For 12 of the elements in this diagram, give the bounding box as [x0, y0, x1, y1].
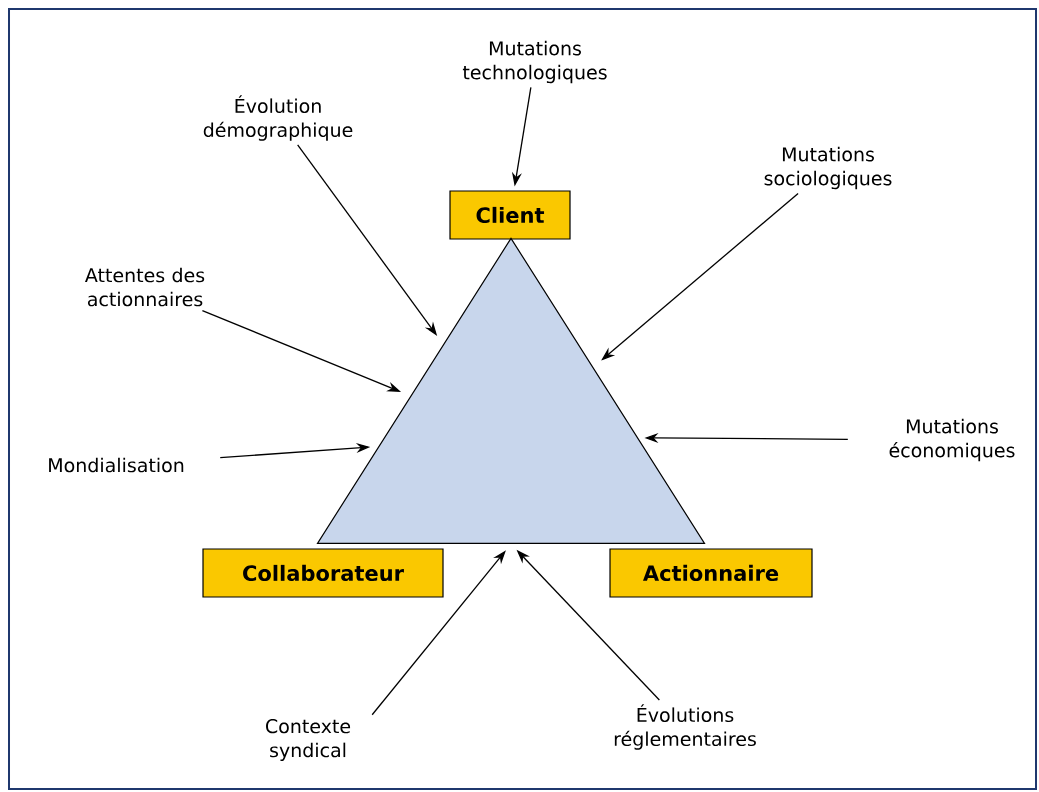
stakeholder-box: Client	[449, 190, 571, 240]
influence-label: Mutations technologiques	[462, 40, 607, 84]
influence-label: Évolutions réglementaires	[614, 704, 756, 750]
triangle-drawing	[316, 237, 706, 544]
influence-label: Évolution démographique	[203, 95, 353, 141]
influence-label: Attentes des actionnaires	[85, 267, 205, 307]
influence-label: Mutations sociologiques	[764, 146, 892, 190]
influence-label: Contexte syndical	[266, 718, 351, 761]
stakeholder-box: Collaborateur	[202, 548, 444, 598]
influence-label: Mutations économiques	[889, 418, 1015, 462]
stakeholder-box: Actionnaire	[609, 548, 813, 598]
influence-label: Mondialisation	[49, 457, 184, 473]
